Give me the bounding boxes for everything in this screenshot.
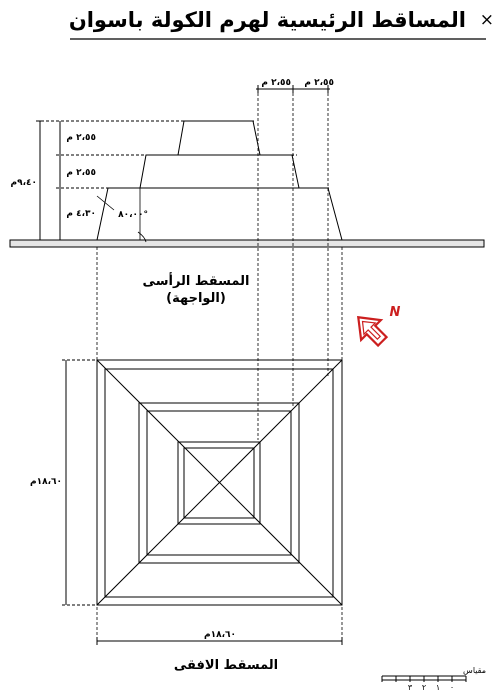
pyramid-step-top bbox=[177, 120, 261, 156]
north-arrow: N bbox=[357, 305, 401, 348]
step-height-top: ٢،٥٥ م bbox=[66, 133, 96, 143]
elevation-view bbox=[9, 85, 485, 248]
pyramid-step-middle bbox=[139, 154, 300, 189]
step-height-bottom: ٤،٣٠ م bbox=[66, 209, 96, 219]
plan-top-platform bbox=[183, 447, 255, 519]
plan-title: المسقط الافقى bbox=[174, 658, 278, 673]
total-height-label: ٩،٤٠م bbox=[10, 178, 37, 188]
elevation-title: المسقط الرأسى bbox=[143, 272, 250, 289]
scale-tick-label: ٣ bbox=[408, 683, 413, 691]
plan-step-top bbox=[177, 441, 261, 525]
scale-tick-label: ٠ bbox=[450, 683, 454, 691]
elevation-subtitle: (الواجهة) bbox=[166, 291, 226, 306]
plan-view bbox=[62, 359, 343, 645]
plan-step-middle bbox=[138, 402, 300, 564]
scale-tick-label: ١ bbox=[436, 683, 440, 691]
north-arrow-icon bbox=[357, 316, 389, 348]
plan-side-vertical-label: ١٨،٦٠م bbox=[30, 477, 62, 487]
plan-outline bbox=[96, 359, 343, 606]
angle-label: ٨٠،٠٠° bbox=[118, 210, 148, 220]
plan-side-horizontal-label: ١٨،٦٠م bbox=[204, 630, 236, 640]
north-letter: N bbox=[390, 305, 401, 320]
step-height-middle: ٢،٥٥ م bbox=[66, 168, 96, 178]
scale-bar-labels: مقياس ٣ ٢ ١ ٠ bbox=[408, 666, 486, 691]
scale-bar bbox=[381, 675, 467, 682]
angle-arc bbox=[137, 231, 147, 243]
page-title: المساقط الرئيسية لهرم الكولة باسوان bbox=[69, 8, 466, 32]
scale-label: مقياس bbox=[463, 666, 486, 675]
top-width-left: ٢،٥٥ م bbox=[261, 78, 291, 88]
title-marker: × bbox=[480, 10, 494, 30]
scale-tick-label: ٢ bbox=[422, 683, 426, 691]
plan-step-middle-inner bbox=[146, 410, 292, 556]
plan-labels: ١٨،٦٠م ١٨،٦٠م المسقط الافقى bbox=[30, 477, 278, 673]
plan-diagonal bbox=[96, 359, 343, 606]
ground-line bbox=[9, 239, 485, 248]
projection-lines bbox=[96, 93, 343, 647]
plan-base-edge bbox=[104, 368, 334, 598]
elevation-labels: ٩،٤٠م ٢،٥٥ م ٢،٥٥ م ٤،٣٠ م ٨٠،٠٠° ٢،٥٥ م… bbox=[10, 78, 334, 306]
angle-leader bbox=[96, 195, 115, 211]
top-width-right: ٢،٥٥ م bbox=[304, 78, 334, 88]
title-block: المساقط الرئيسية لهرم الكولة باسوان × bbox=[69, 8, 494, 40]
